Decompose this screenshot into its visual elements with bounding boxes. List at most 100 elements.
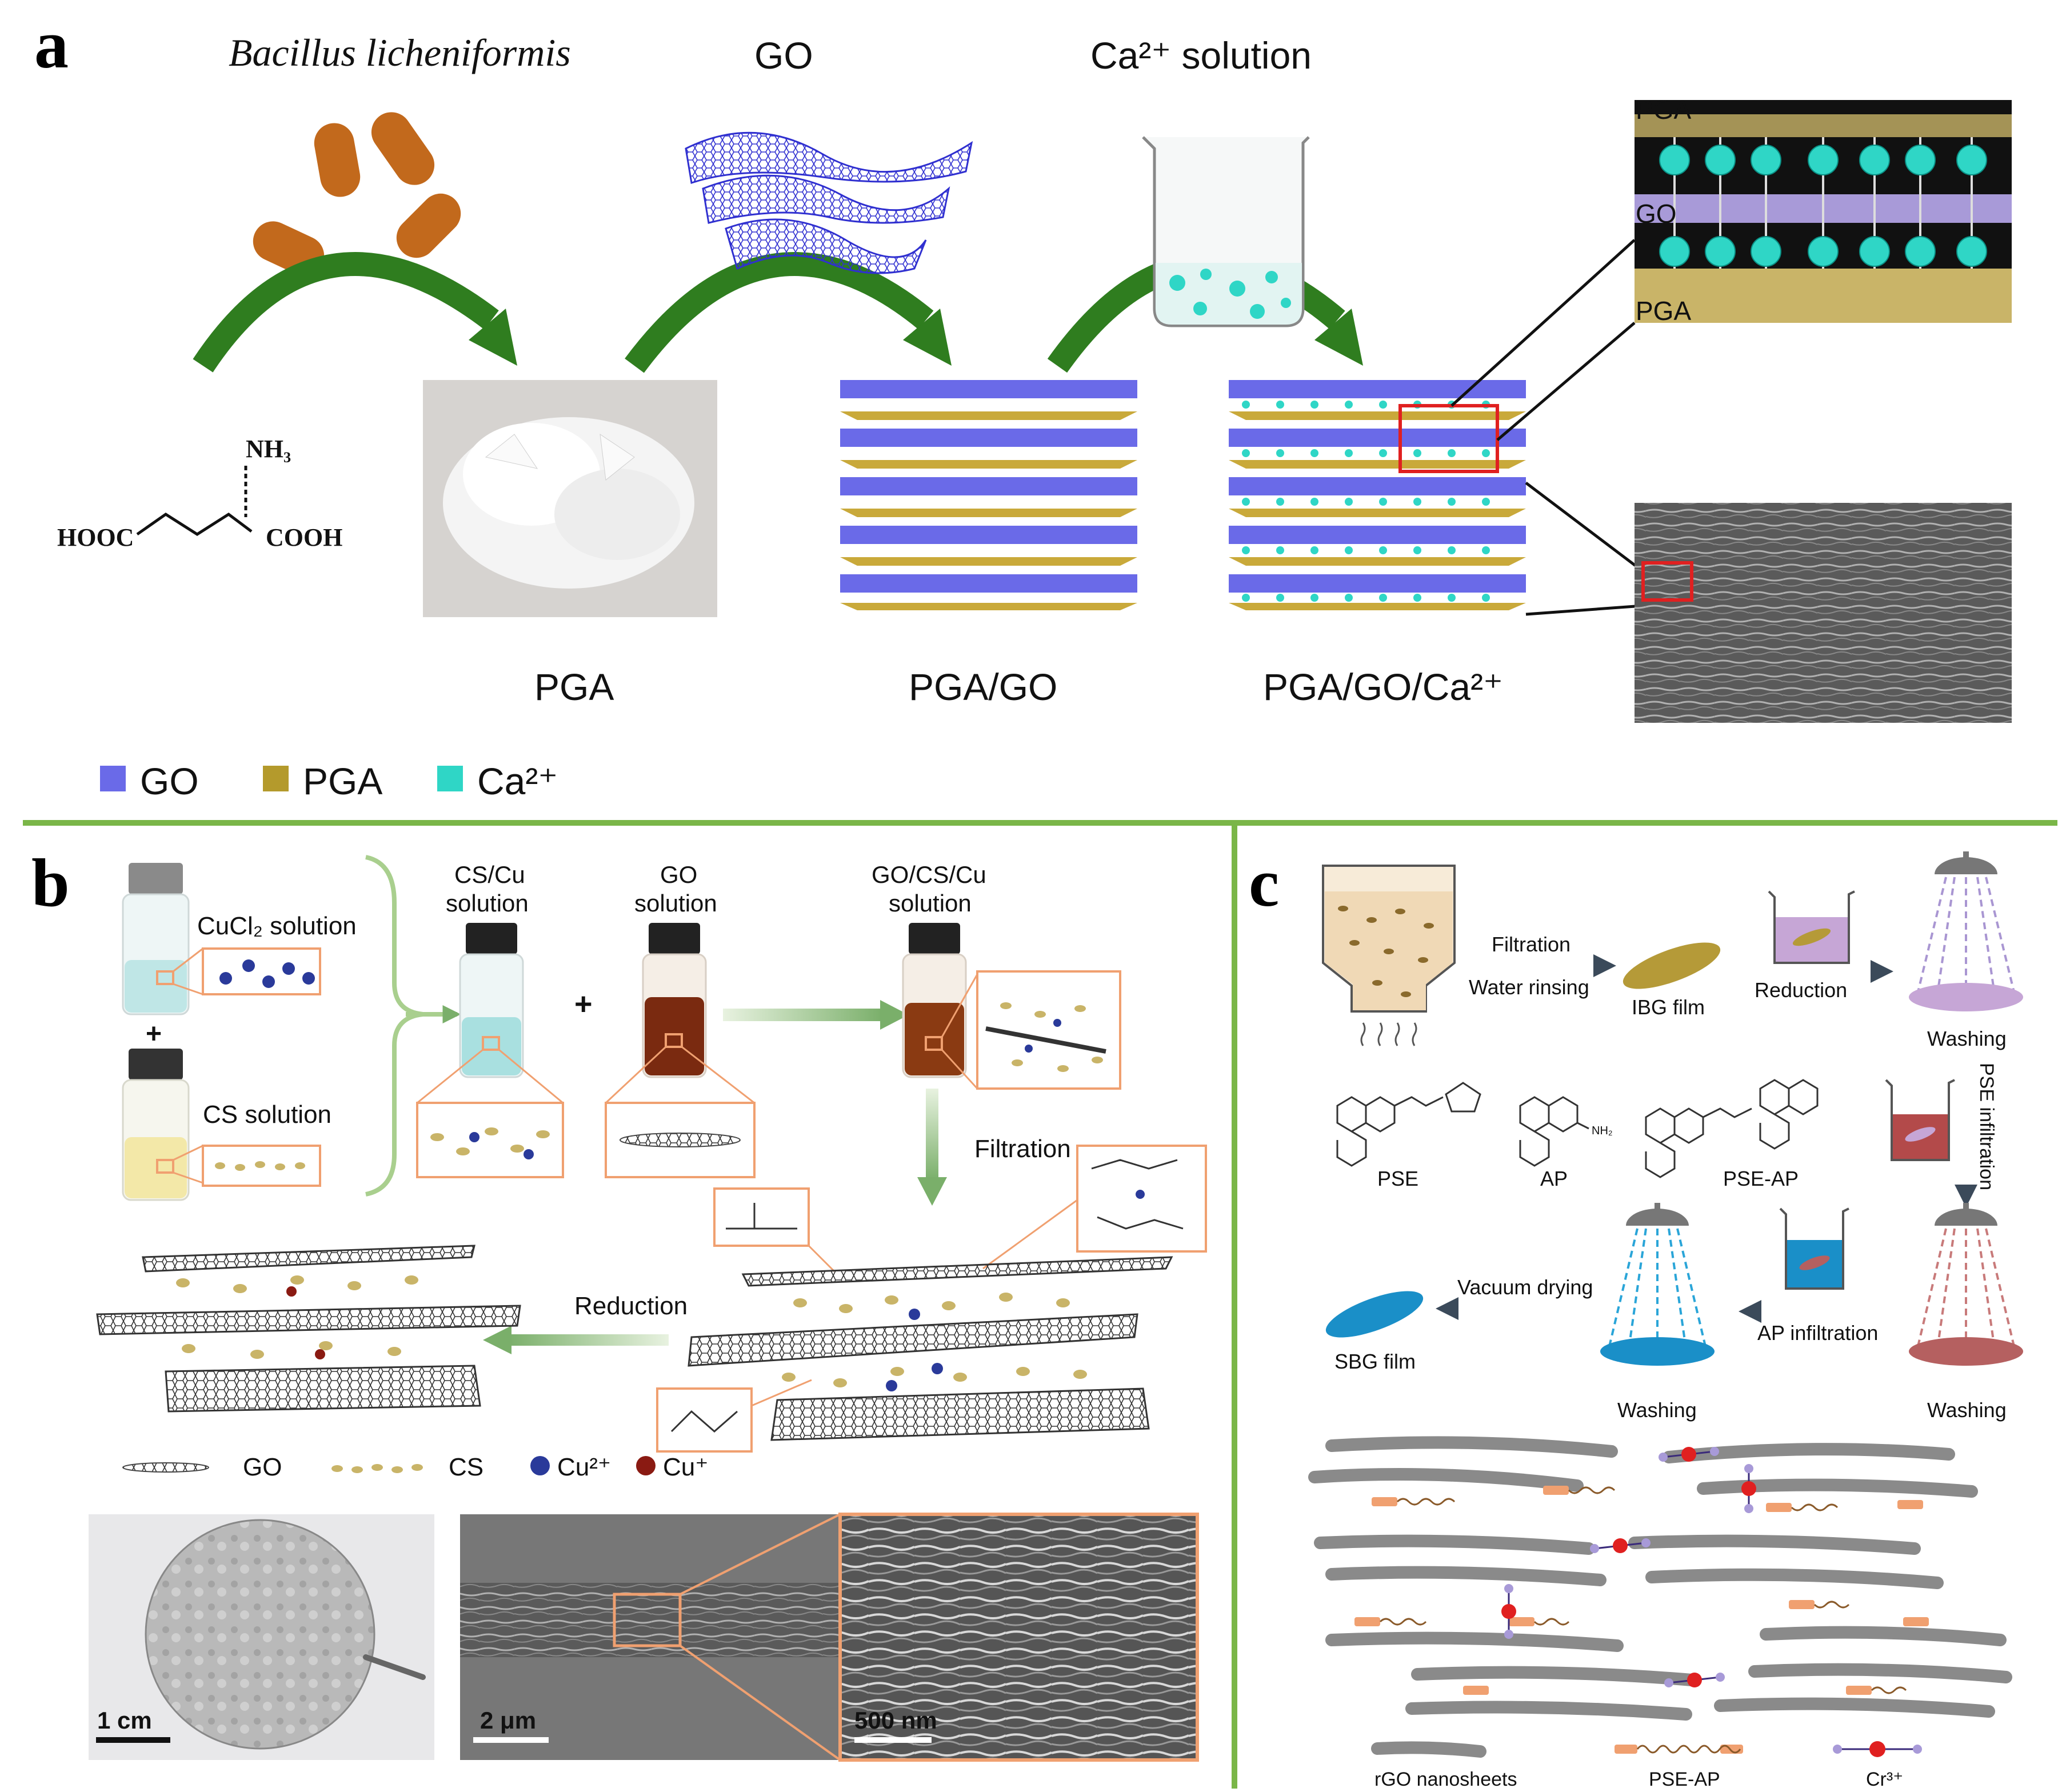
pse-ap-linkers xyxy=(1354,1486,1929,1695)
sem-zoom: 500 nm xyxy=(838,1513,1199,1762)
nh3-label: NH₃ xyxy=(246,435,291,463)
cscu-vial xyxy=(416,923,564,1178)
pga-go-ca-inset: PGA GO PGA xyxy=(1635,95,2012,326)
hemiaminal-inset xyxy=(656,1379,812,1453)
scale-bar-2um: 2 μm xyxy=(480,1707,536,1734)
amide-inset xyxy=(713,1187,836,1273)
go-sheet-icon xyxy=(685,131,973,274)
pga-go-label: PGA/GO xyxy=(909,666,1057,708)
brace xyxy=(365,855,423,1197)
washing-label-3: Washing xyxy=(1927,1398,2007,1422)
shower-washing-1 xyxy=(1909,851,2023,1011)
glutamic-acid-structure: NH₃ HOOC COOH xyxy=(57,435,342,551)
pga-go-ca-label: PGA/GO/Ca²⁺ xyxy=(1263,666,1503,708)
cscu-label-2: solution xyxy=(446,890,529,917)
pga-go-ca-sem-image xyxy=(1635,503,2012,723)
ca-solution-title: Ca²⁺ solution xyxy=(1090,34,1312,77)
legend-go-swatch xyxy=(100,766,126,791)
cucl2-vial xyxy=(122,863,321,1015)
reduction-label-c: Reduction xyxy=(1755,978,1847,1002)
legend-pga-swatch xyxy=(263,766,289,791)
pga-go-stack xyxy=(840,380,1137,610)
sbg-film-label: SBG film xyxy=(1334,1350,1416,1373)
gocscu-film-photo: 1 cm xyxy=(89,1514,434,1760)
shower-washing-2 xyxy=(1600,1203,1715,1366)
vacuum-drying-label: Vacuum drying xyxy=(1457,1275,1593,1299)
go-title: GO xyxy=(754,34,813,77)
cr-crosslinks xyxy=(1501,1447,1756,1687)
panel-b-letter: b xyxy=(31,845,70,921)
ap-molecule xyxy=(1519,1096,1589,1167)
legend-go-label: GO xyxy=(140,760,199,802)
panel-a: a Bacillus licheniformis GO Ca²⁺ solutio… xyxy=(34,6,2012,802)
pse-infiltration-label: PSE infiltration xyxy=(1976,1063,1997,1190)
legend-ca-label: Ca²⁺ xyxy=(477,760,558,802)
ibg-film-label: IBG film xyxy=(1632,995,1705,1019)
inset-pga-top-label: PGA xyxy=(1636,95,1691,125)
organism-label: Bacillus licheniformis xyxy=(229,31,571,74)
cucl2-label: CuCl₂ solution xyxy=(197,912,357,940)
legend-ca-swatch xyxy=(437,766,463,791)
nh2-label: NH₂ xyxy=(1592,1125,1613,1137)
legend-pseap-label: PSE-AP xyxy=(1649,1769,1720,1790)
pga-label: PGA xyxy=(534,666,614,708)
go-cs-film-stack xyxy=(688,1256,1173,1441)
filtration-label-c: Filtration xyxy=(1492,933,1571,956)
panel-b: b CuCl₂ solution + CS solution C xyxy=(31,845,1207,1762)
go-sol-label-1: GO xyxy=(660,861,697,888)
beaker-pse-icon xyxy=(1885,1079,1955,1161)
washing-label-1: Washing xyxy=(1927,1027,2007,1050)
chitosan-cu-inset xyxy=(982,1145,1207,1270)
go-sol-label-2: solution xyxy=(634,890,717,917)
cs-vial xyxy=(122,1049,321,1201)
cooh-label: COOH xyxy=(266,523,342,551)
gocscu-label-2: solution xyxy=(889,890,972,917)
shower-washing-3 xyxy=(1909,1203,2023,1366)
legend-b-cu2-label: Cu²⁺ xyxy=(557,1453,611,1481)
legend-b: GO CS Cu²⁺ Cu⁺ xyxy=(122,1453,708,1481)
pse-label: PSE xyxy=(1377,1167,1418,1190)
panel-c-letter: c xyxy=(1249,845,1279,921)
scale-bar-500nm: 500 nm xyxy=(854,1707,937,1734)
pga-powder-photo xyxy=(423,380,717,617)
plus-2: + xyxy=(574,987,593,1021)
green-arrow-2 xyxy=(625,252,952,373)
rgo-cs-film-stack xyxy=(96,1245,521,1413)
panel-c: c Filtration Water rinsing IBG film Redu… xyxy=(1249,845,2023,1790)
water-rinsing-label: Water rinsing xyxy=(1469,975,1589,999)
ap-infiltration-label: AP infiltration xyxy=(1757,1321,1878,1345)
filter-funnel-icon xyxy=(1322,865,1456,1046)
legend-b-go-label: GO xyxy=(243,1453,282,1481)
legend-b-cu1-label: Cu⁺ xyxy=(663,1453,708,1481)
hooc-label: HOOC xyxy=(57,523,134,551)
sem-cross-section: 2 μm xyxy=(460,1513,841,1761)
pse-ap-label: PSE-AP xyxy=(1723,1167,1799,1190)
green-arrow-1 xyxy=(193,252,517,373)
beaker-icon xyxy=(1142,136,1310,327)
ibg-film-icon xyxy=(1623,942,1721,989)
pga-go-ca-stack xyxy=(1229,380,1526,610)
sem-zoom-box-red xyxy=(1641,561,1693,602)
legend-cr-label: Cr³⁺ xyxy=(1866,1769,1903,1790)
beaker-reduction-icon xyxy=(1768,890,1855,964)
panel-a-letter: a xyxy=(34,6,69,82)
cscu-label-1: CS/Cu xyxy=(454,861,525,888)
reduction-label-b: Reduction xyxy=(574,1292,688,1320)
go-vial xyxy=(605,923,756,1178)
filtration-label-b: Filtration xyxy=(974,1135,1071,1163)
legend-c: rGO nanosheets PSE-AP Cr³⁺ xyxy=(1371,1741,1922,1790)
inset-pga-bottom-label: PGA xyxy=(1636,296,1691,326)
beaker-ap-icon xyxy=(1779,1207,1849,1290)
washing-label-2: Washing xyxy=(1617,1398,1697,1422)
legend-rgo-label: rGO nanosheets xyxy=(1374,1769,1517,1790)
pse-ap-molecule xyxy=(1645,1079,1819,1178)
ap-label: AP xyxy=(1540,1167,1568,1190)
inset-go-label: GO xyxy=(1636,199,1677,229)
plus-1: + xyxy=(146,1019,162,1049)
legend-b-cs-label: CS xyxy=(449,1453,483,1481)
sbg-film-icon xyxy=(1325,1291,1424,1338)
legend-a: GO PGA Ca²⁺ xyxy=(100,760,558,802)
scale-bar-1cm: 1 cm xyxy=(97,1707,152,1734)
cs-solution-label: CS solution xyxy=(203,1101,331,1129)
legend-pga-label: PGA xyxy=(303,760,382,802)
